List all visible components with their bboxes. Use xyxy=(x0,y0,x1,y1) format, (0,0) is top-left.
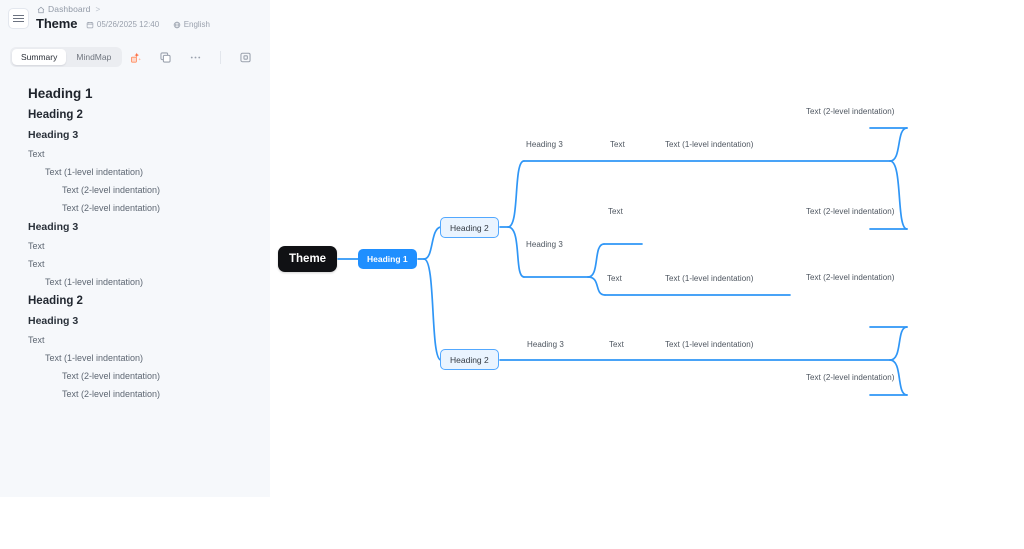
outline-item-h3[interactable]: Heading 3 xyxy=(28,129,79,141)
breadcrumb-separator: > xyxy=(95,4,101,14)
tab-mindmap[interactable]: MindMap xyxy=(76,52,112,62)
outline-item-t2[interactable]: Text (2-level indentation) xyxy=(62,185,161,195)
outline-item-h3[interactable]: Heading 3 xyxy=(28,221,79,233)
mindmap-leaf-text2-a-bottom[interactable]: Text (2-level indentation) xyxy=(806,207,895,216)
outline-item-t0[interactable]: Text xyxy=(28,259,45,269)
hamburger-menu-icon[interactable] xyxy=(8,8,29,29)
breadcrumb-dashboard[interactable]: Dashboard xyxy=(48,4,91,14)
mindmap-leaf-text-b-top[interactable]: Text xyxy=(608,207,623,216)
outline-item-t1[interactable]: Text (1-level indentation) xyxy=(45,277,144,287)
mindmap-node-heading2-top[interactable]: Heading 2 xyxy=(440,217,499,238)
document-language-label: English xyxy=(183,19,210,29)
mindmap-leaf-text-a[interactable]: Text xyxy=(610,140,625,149)
outline-item-t2[interactable]: Text (2-level indentation) xyxy=(62,203,161,213)
document-date: 05/26/2025 12:40 xyxy=(86,20,159,29)
mindmap-leaf-text1-c[interactable]: Text (1-level indentation) xyxy=(665,340,754,349)
ai-magic-icon[interactable] xyxy=(129,51,142,64)
mindmap-leaf-text1-a[interactable]: Text (1-level indentation) xyxy=(665,140,754,149)
panel-toolbar: Summary MindMap xyxy=(0,44,270,70)
summary-panel: Dashboard > Theme 05/26/2025 12:40 xyxy=(0,0,270,497)
page-title[interactable]: Theme xyxy=(36,16,78,31)
copy-icon[interactable] xyxy=(159,51,172,64)
toolbar-icons xyxy=(129,44,252,70)
globe-icon xyxy=(173,21,181,29)
outline-item-h2[interactable]: Heading 2 xyxy=(28,109,83,121)
mindmap-leaf-heading3-b[interactable]: Heading 3 xyxy=(526,240,563,249)
outline-item-t1[interactable]: Text (1-level indentation) xyxy=(45,167,144,177)
mindmap-leaf-heading3-c[interactable]: Heading 3 xyxy=(527,340,564,349)
mindmap-leaf-text-b-bottom[interactable]: Text xyxy=(607,274,622,283)
toolbar-divider xyxy=(220,50,221,64)
more-options-icon[interactable] xyxy=(189,51,202,64)
outline-item-t0[interactable]: Text xyxy=(28,149,45,159)
export-panel-icon[interactable] xyxy=(239,51,252,64)
mindmap-node-heading1[interactable]: Heading 1 xyxy=(358,249,417,269)
outline-item-t1[interactable]: Text (1-level indentation) xyxy=(45,353,144,363)
outline-item-h3[interactable]: Heading 3 xyxy=(28,315,79,327)
calendar-icon xyxy=(86,21,94,29)
outline-item-t0[interactable]: Text xyxy=(28,241,45,251)
mindmap-leaf-text2-c-bottom[interactable]: Text (2-level indentation) xyxy=(806,373,895,382)
mindmap-leaf-text2-c-top[interactable]: Text (2-level indentation) xyxy=(806,273,895,282)
outline-item-t2[interactable]: Text (2-level indentation) xyxy=(62,389,161,399)
view-mode-tabs: Summary MindMap xyxy=(10,47,123,67)
mindmap-connectors xyxy=(337,127,908,396)
panel-header: Dashboard > Theme 05/26/2025 12:40 xyxy=(0,0,270,40)
mindmap-leaf-text-c[interactable]: Text xyxy=(609,340,624,349)
home-icon xyxy=(37,6,45,14)
mindmap-leaf-heading3-a[interactable]: Heading 3 xyxy=(526,140,563,149)
outline-item-t0[interactable]: Text xyxy=(28,335,45,345)
mindmap-node-root[interactable]: Theme xyxy=(278,246,338,272)
mindmap-leaf-text2-a-top[interactable]: Text (2-level indentation) xyxy=(806,107,895,116)
title-row: Theme 05/26/2025 12:40 xyxy=(36,16,210,31)
outline-item-t2[interactable]: Text (2-level indentation) xyxy=(62,371,161,381)
document-date-label: 05/26/2025 12:40 xyxy=(96,19,160,29)
tab-summary[interactable]: Summary xyxy=(12,49,67,65)
mindmap-canvas[interactable]: Theme Heading 1 Heading 2 Heading 2 Head… xyxy=(270,0,1024,549)
document-language: English xyxy=(173,20,210,29)
outline-item-h1[interactable]: Heading 1 xyxy=(28,86,93,101)
breadcrumb: Dashboard > xyxy=(37,4,102,14)
outline-item-h2[interactable]: Heading 2 xyxy=(28,295,83,307)
mindmap-node-heading2-bottom[interactable]: Heading 2 xyxy=(440,349,499,370)
mindmap-leaf-text1-b[interactable]: Text (1-level indentation) xyxy=(665,274,754,283)
